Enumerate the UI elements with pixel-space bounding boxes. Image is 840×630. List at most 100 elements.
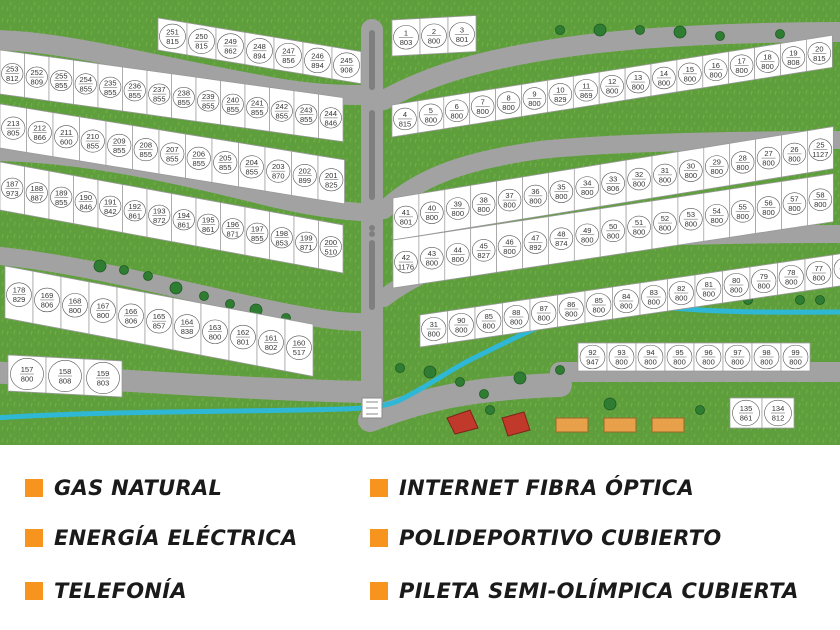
lot-parcel[interactable] [832,251,840,288]
